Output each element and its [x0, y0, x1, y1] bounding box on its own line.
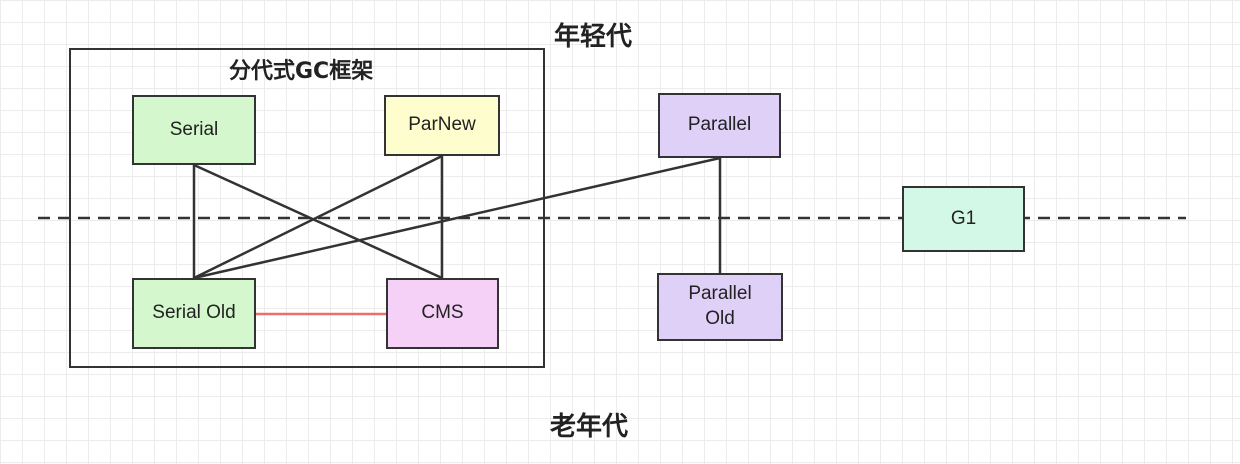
node-parallel: Parallel	[658, 93, 781, 158]
node-parallel-old: Parallel Old	[657, 273, 783, 341]
node-g1-label: G1	[950, 207, 977, 229]
node-serial-old-label: Serial Old	[152, 302, 236, 324]
edge-serial-cms	[193, 163, 443, 280]
node-parnew-label: ParNew	[408, 114, 476, 136]
node-g1: G1	[902, 186, 1025, 252]
edge-parnew-serialold	[193, 154, 443, 280]
edge-parallel-serialold	[193, 156, 721, 280]
node-serial-label: Serial	[169, 118, 219, 140]
node-cms-label: CMS	[421, 302, 464, 324]
node-parallel-old-label: Parallel Old	[688, 283, 752, 329]
framework-title: 分代式GC框架	[229, 59, 374, 84]
old-gen-label: 老年代	[550, 412, 629, 442]
node-serial: Serial	[132, 95, 256, 165]
node-parallel-label: Parallel	[687, 114, 752, 136]
node-parnew: ParNew	[384, 95, 500, 156]
young-gen-label: 年轻代	[554, 22, 633, 52]
framework-box	[69, 48, 545, 368]
node-cms: CMS	[386, 278, 499, 349]
node-serial-old: Serial Old	[132, 278, 256, 349]
